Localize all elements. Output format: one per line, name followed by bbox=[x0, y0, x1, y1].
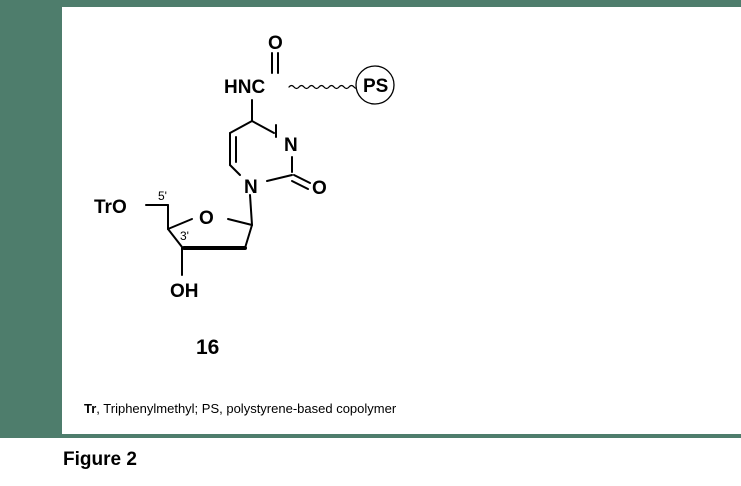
sugar-c1-o bbox=[227, 218, 253, 226]
caption-abbr-tr: Tr bbox=[84, 401, 97, 416]
figure-label: Figure 2 bbox=[63, 449, 137, 470]
ring-bond-c4-n3 bbox=[251, 120, 275, 134]
polystyrene-bead bbox=[355, 65, 395, 105]
glycosidic-bond bbox=[249, 194, 253, 226]
caption: Tr, Triphenylmethyl; PS, polystyrene-bas… bbox=[84, 401, 396, 416]
c2-carbonyl-1 bbox=[293, 174, 311, 184]
ring-n1-label: N bbox=[244, 177, 258, 198]
carbonyl-oxygen-label: O bbox=[268, 33, 283, 54]
hnc-label: HNC bbox=[224, 77, 265, 98]
sugar-c4-c3 bbox=[167, 228, 183, 248]
tro-label: TrO bbox=[94, 197, 127, 218]
sugar-c2-c1 bbox=[244, 224, 253, 249]
bonds bbox=[145, 52, 360, 276]
ps-label: PS bbox=[363, 76, 388, 97]
c2-oxygen-label: O bbox=[312, 178, 327, 199]
sugar-o-c4 bbox=[167, 218, 193, 230]
figure-panel: O HNC PS N N O TrO O OH 5' 3' 16 Tr, Tri… bbox=[62, 7, 741, 434]
oh-label: OH bbox=[170, 281, 199, 302]
sugar-oxygen-label: O bbox=[199, 208, 214, 229]
ring-n3-label: N bbox=[284, 135, 298, 156]
compound-number: 16 bbox=[196, 336, 219, 359]
c2-carbonyl-2 bbox=[291, 180, 309, 190]
wavy-linker bbox=[288, 84, 360, 90]
three-prime-label: 3' bbox=[180, 229, 189, 243]
ring-bond-c2-n1 bbox=[266, 174, 293, 182]
chemical-structure: O HNC PS N N O TrO O OH 5' 3' 16 bbox=[94, 33, 395, 359]
ring-bond-c5-c4 bbox=[229, 120, 253, 134]
five-prime-label: 5' bbox=[158, 189, 167, 203]
ring-bond-n1-c6 bbox=[229, 164, 241, 176]
caption-text: , Triphenylmethyl; PS, polystyrene-based… bbox=[96, 401, 397, 416]
